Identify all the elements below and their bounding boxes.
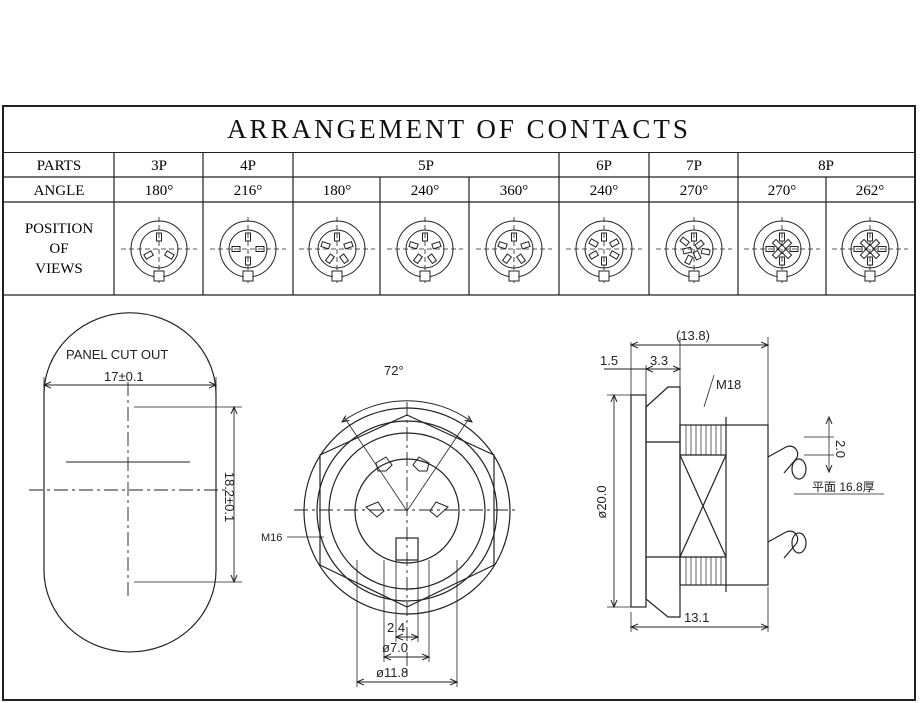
angle-8: 270° bbox=[768, 183, 797, 199]
dim-phi7: ø7.0 bbox=[382, 640, 408, 655]
part-6p: 6P bbox=[596, 158, 612, 174]
dim-3-3: 3.3 bbox=[650, 353, 668, 368]
drawing-frame: ARRANGEMENT OF CONTACTS PARTS ANGLE POSI… bbox=[2, 105, 916, 701]
width-dimension: 17±0.1 bbox=[104, 369, 144, 384]
contact-view bbox=[656, 217, 732, 283]
part-3p: 3P bbox=[151, 158, 167, 174]
angle-6: 240° bbox=[590, 183, 619, 199]
angle-9: 262° bbox=[856, 183, 885, 199]
dim-1-5: 1.5 bbox=[600, 353, 618, 368]
dim-phi11-8: ø11.8 bbox=[376, 665, 408, 680]
angle-7: 270° bbox=[680, 183, 709, 199]
contact-view bbox=[832, 217, 908, 283]
contact-view bbox=[476, 217, 552, 283]
flat-note: 平面 16.8厚 bbox=[812, 480, 875, 494]
part-8p: 8P bbox=[818, 158, 834, 174]
page-title: ARRANGEMENT OF CONTACTS bbox=[4, 107, 914, 153]
dim-2-4: 2.4 bbox=[387, 620, 405, 635]
dim-13-8: (13.8) bbox=[676, 328, 710, 343]
contacts-table: PARTS ANGLE POSITION OF VIEWS 3P 4P 5P 6… bbox=[4, 152, 914, 296]
m18-label: M18 bbox=[716, 377, 741, 392]
front-view bbox=[287, 400, 519, 687]
height-dimension: 18.2±0.1 bbox=[222, 472, 237, 523]
contact-view bbox=[121, 217, 197, 283]
panel-cut-out-view bbox=[29, 312, 242, 653]
row-label-position-2: OF bbox=[49, 241, 68, 257]
contact-view bbox=[744, 217, 820, 283]
row-label-angle: ANGLE bbox=[34, 183, 85, 199]
angle-3: 180° bbox=[323, 183, 352, 199]
side-view bbox=[604, 337, 884, 632]
panel-cut-out-label: PANEL CUT OUT bbox=[66, 347, 168, 362]
row-label-position-3: VIEWS bbox=[35, 261, 83, 277]
contact-view bbox=[299, 217, 375, 283]
angle-1: 180° bbox=[145, 183, 174, 199]
angle-4: 240° bbox=[411, 183, 440, 199]
angle-72-label: 72° bbox=[384, 363, 404, 378]
row-label-parts: PARTS bbox=[37, 158, 81, 174]
dim-phi20: ø20.0 bbox=[594, 485, 609, 518]
row-label-position-1: POSITION bbox=[25, 221, 94, 237]
part-5p: 5P bbox=[418, 158, 434, 174]
dim-13-1: 13.1 bbox=[684, 610, 709, 625]
angle-2: 216° bbox=[234, 183, 263, 199]
angle-5: 360° bbox=[500, 183, 529, 199]
dim-2-0: 2.0 bbox=[833, 440, 848, 458]
part-4p: 4P bbox=[240, 158, 256, 174]
contact-view bbox=[387, 217, 463, 283]
contact-view bbox=[566, 217, 642, 283]
contact-view bbox=[210, 217, 286, 283]
m16-label: M16 bbox=[261, 532, 282, 544]
part-7p: 7P bbox=[686, 158, 702, 174]
mechanical-drawing: PANEL CUT OUT 17±0.1 18.2±0.1 72° M16 2.… bbox=[29, 312, 884, 687]
